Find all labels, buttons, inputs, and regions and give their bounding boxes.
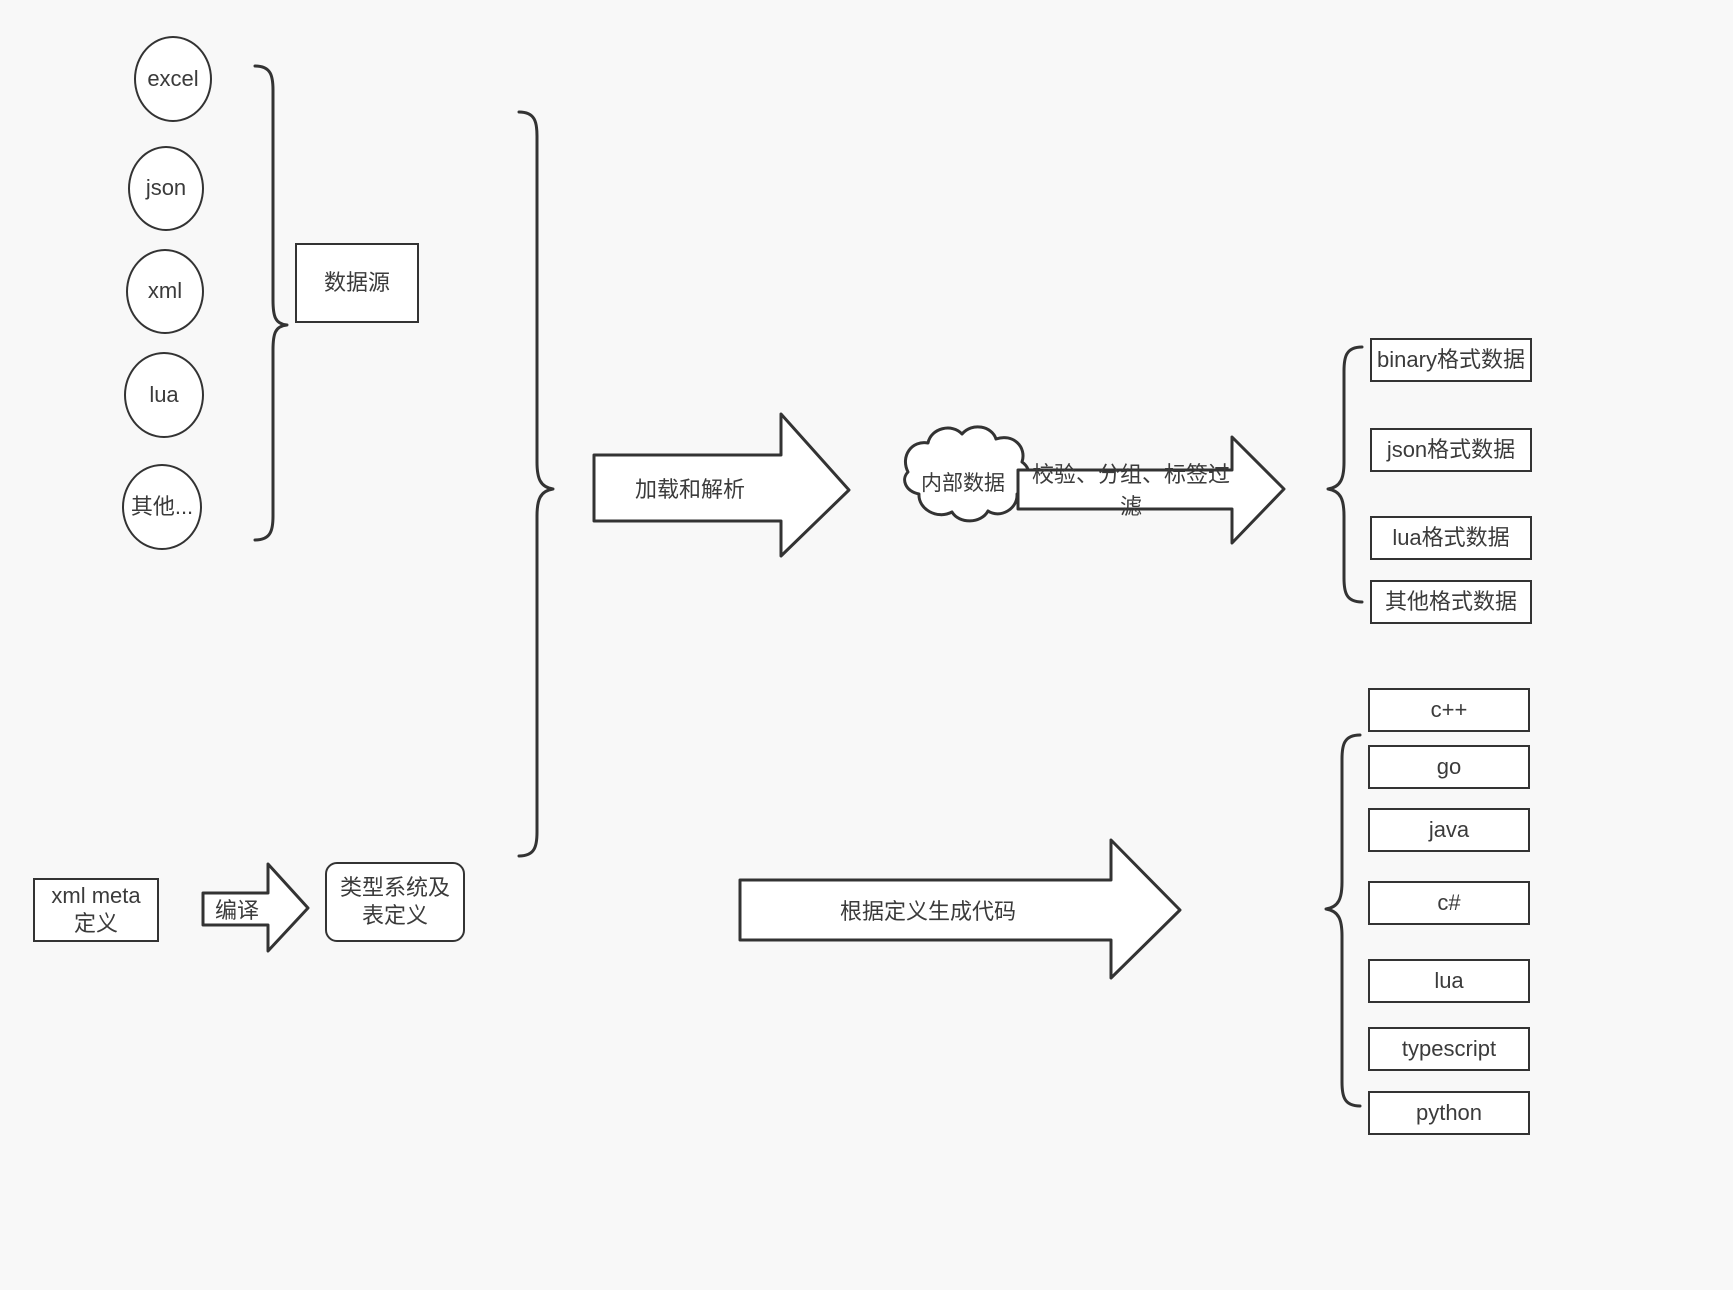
type-system-definition-box[interactable]: 类型系统及表定义 [325, 862, 465, 942]
output-format-json[interactable]: json格式数据 [1370, 428, 1532, 472]
generate-code-text: 根据定义生成代码 [839, 899, 1016, 924]
filter-text: 校验、分组、标签过滤 [1031, 462, 1230, 519]
data-source-other-label: 其他... [130, 493, 194, 519]
data-source-xml[interactable]: xml [126, 249, 204, 334]
output-language-java[interactable]: java [1368, 808, 1530, 852]
data-source-other[interactable]: 其他... [122, 464, 202, 550]
output-format-other-label: 其他格式数据 [1384, 588, 1517, 614]
output-format-binary[interactable]: binary格式数据 [1370, 338, 1532, 382]
brace-output-formats [1326, 345, 1364, 604]
output-language-csharp[interactable]: c# [1368, 881, 1530, 925]
data-source-group-box[interactable]: 数据源 [295, 243, 419, 323]
data-source-xml-label: xml [147, 278, 183, 304]
brace-pipeline-inputs [517, 110, 555, 858]
output-language-cpp[interactable]: c++ [1368, 688, 1530, 732]
data-source-group-label: 数据源 [323, 269, 390, 295]
data-source-json[interactable]: json [128, 146, 204, 231]
arrow-generate-code-label: 根据定义生成代码 [745, 890, 1111, 930]
output-language-python-label: python [1415, 1099, 1483, 1125]
output-format-lua[interactable]: lua格式数据 [1370, 516, 1532, 560]
arrow-compile-label: 编译 [206, 890, 268, 928]
data-source-lua-label: lua [149, 381, 179, 407]
output-format-binary-label: binary格式数据 [1377, 346, 1525, 372]
type-system-definition-label: 类型系统及表定义 [339, 874, 450, 928]
output-language-csharp-label: c# [1437, 889, 1461, 915]
output-language-python[interactable]: python [1368, 1091, 1530, 1135]
xml-meta-definition-box[interactable]: xml meta定义 [33, 878, 159, 942]
output-format-json-label: json格式数据 [1386, 436, 1516, 462]
data-source-lua[interactable]: lua [124, 352, 204, 438]
arrow-load-parse-label: 加载和解析 [600, 468, 780, 508]
data-source-excel[interactable]: excel [134, 36, 212, 122]
arrow-filter-label: 校验、分组、标签过滤 [1024, 462, 1238, 519]
brace-data-sources [253, 64, 289, 542]
output-language-typescript[interactable]: typescript [1368, 1027, 1530, 1071]
output-language-java-label: java [1428, 816, 1470, 842]
output-language-lua-label: lua [1434, 967, 1464, 993]
xml-meta-definition-label: xml meta定义 [51, 882, 141, 936]
output-format-lua-label: lua格式数据 [1392, 524, 1510, 550]
output-language-go-label: go [1436, 753, 1462, 779]
output-language-cpp-label: c++ [1430, 696, 1468, 722]
output-format-other[interactable]: 其他格式数据 [1370, 580, 1532, 624]
output-language-lua[interactable]: lua [1368, 959, 1530, 1003]
data-source-json-label: json [145, 175, 187, 201]
internal-data-label: 内部数据 [898, 462, 1028, 502]
data-source-excel-label: excel [147, 65, 199, 91]
internal-data-text: 内部数据 [921, 472, 1005, 495]
load-parse-text: 加载和解析 [634, 477, 745, 502]
output-language-typescript-label: typescript [1401, 1035, 1497, 1061]
brace-output-languages [1324, 733, 1362, 1108]
output-language-go[interactable]: go [1368, 745, 1530, 789]
compile-text: 编译 [214, 898, 259, 923]
